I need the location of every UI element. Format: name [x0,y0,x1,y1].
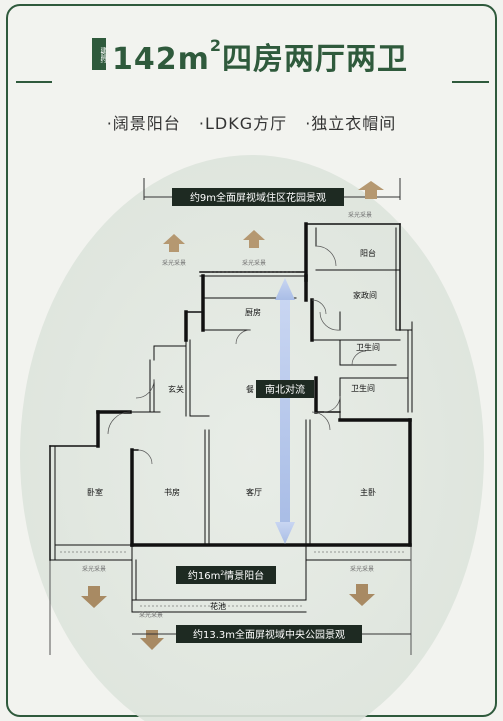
up-arrow-icon [163,234,185,252]
mid-banner-text: 南北对流 [265,383,305,396]
header-rule-left [16,81,52,83]
page-title: 142m2四房两厅两卫 [112,36,409,77]
light-label: 采光采景 [82,565,106,573]
top-banner [172,188,344,206]
light-label: 采光采景 [348,211,372,219]
feature-item: ·阔景阳台 [106,114,181,133]
walls [49,222,413,613]
feature-item: ·独立衣帽间 [305,114,397,133]
room-label-kitchen: 厨房 [245,307,261,317]
light-label: 采光采景 [162,259,186,267]
area-badge: 建面约 [92,38,106,70]
room-label-living: 客厅 [246,487,262,497]
balcony-banner-text: 约16m2情景阳台 [188,569,264,582]
room-label-balcony: 阳台 [360,248,376,258]
header-rule-right [452,81,489,83]
header: 建面约 142m2四房两厅两卫 [8,6,495,80]
room-label-garden: 花池 [210,601,226,611]
room-label-study: 书房 [164,487,180,497]
window-lines [60,271,404,607]
room-label-laundry: 家政间 [353,290,377,300]
room-label-master: 主卧 [360,487,376,497]
light-label: 采光采景 [139,611,163,619]
door-arcs [107,245,367,465]
light-label: 采光采景 [350,565,374,573]
mid-banner [256,380,314,398]
top-banner-text: 约9m全面屏视域住区花园景观 [190,191,326,204]
room-label-bath1: 卫生间 [356,342,380,352]
room-label-bedroom: 卧室 [87,487,103,497]
bottom-banner [176,625,362,643]
light-label: 采光采景 [242,259,266,267]
feature-list: ·阔景阳台 ·LDKG方厅 ·独立衣帽间 [8,110,495,134]
feature-item: ·LDKG方厅 [198,114,288,133]
down-arrow-icon [349,584,375,606]
down-arrow-icon [81,586,107,608]
room-label-entry: 玄关 [168,384,184,394]
bottom-banner-text: 约13.3m全面屏视域中央公园景观 [193,628,345,641]
up-arrow-icon [243,230,265,248]
room-label-dining: 餐 [246,385,254,394]
room-labels: 阳台 家政间 厨房 卫生间 卫生间 玄关 餐 卧室 书房 客厅 主卧 花池 [87,248,380,611]
balcony-banner [176,566,276,584]
up-arrow-icon [358,181,384,199]
room-label-bath2: 卫生间 [351,383,375,393]
down-arrow-icon [140,630,164,650]
flow-arrow-icon [275,278,295,544]
